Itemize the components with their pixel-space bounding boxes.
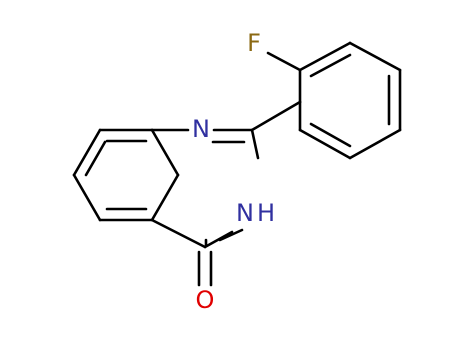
bond (203, 230, 234, 249)
fluorine-bond (266, 51, 302, 72)
bond (150, 128, 180, 177)
double-bond-inner (309, 122, 352, 148)
nh-nitrogen-label: N (236, 199, 254, 227)
ring-nitrogen-label: N (192, 115, 210, 143)
benzo-ring (72, 128, 180, 222)
bond (72, 128, 102, 177)
bond (72, 173, 102, 222)
bond (218, 228, 244, 242)
bond (298, 128, 352, 160)
double-bond-inner (309, 53, 352, 78)
pyrimidinone-ring (150, 128, 260, 287)
double-bond-inner (84, 140, 107, 177)
bond (298, 41, 352, 72)
bond (150, 173, 180, 222)
bond (250, 128, 260, 160)
fluorine-label: F (247, 29, 261, 57)
carbonyl-oxygen-label: O (196, 286, 215, 314)
aryl-link-bond (250, 100, 302, 132)
bond (348, 128, 402, 160)
bond (348, 41, 402, 72)
nh-hydrogen-label: H (257, 199, 275, 227)
fluorophenyl-ring (266, 41, 402, 160)
bond (150, 218, 207, 249)
